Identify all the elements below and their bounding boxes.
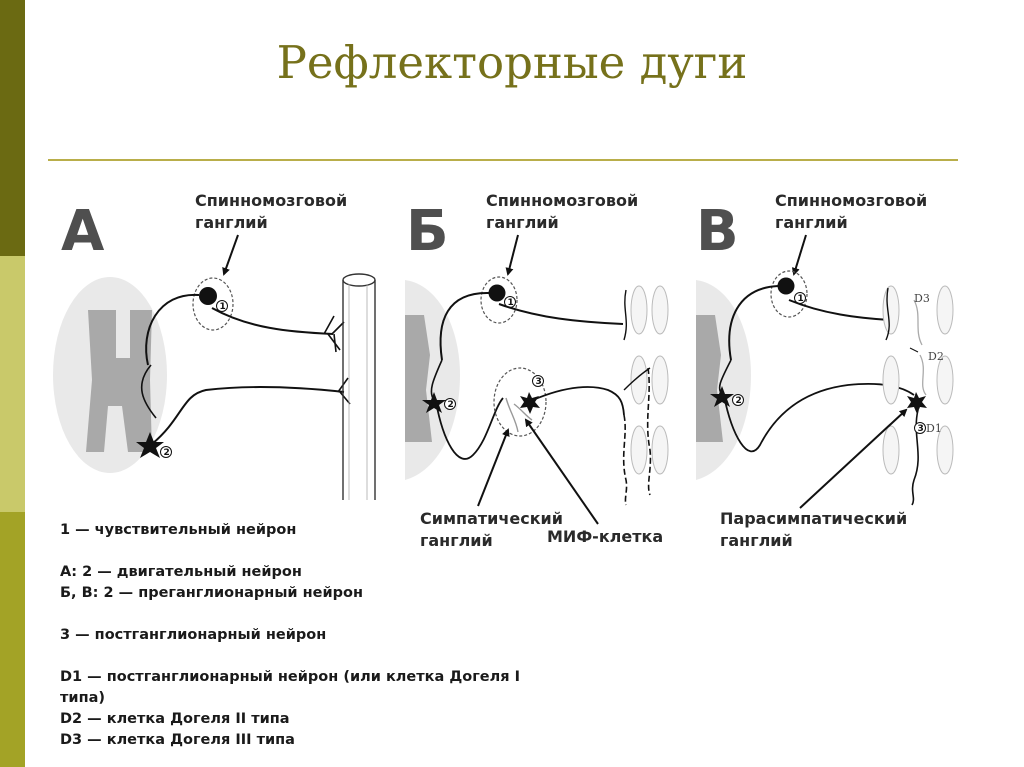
panel-c-label-d1: D1 — [926, 422, 942, 435]
panel-c-ganglion — [770, 270, 808, 318]
panel-c-parasympathetic-label-line1: Парасимпатический — [720, 509, 907, 528]
panel-b-sympathetic-label-line1: Симпатический — [420, 509, 563, 528]
panel-b-mif-arrow — [524, 418, 599, 525]
panel-b-letter: Б — [406, 199, 449, 264]
title-divider — [48, 159, 958, 161]
panel-b-neuron-1 — [488, 284, 506, 302]
panel-c-letter: В — [696, 199, 739, 264]
panel-c-label-d3: D3 — [914, 292, 930, 305]
reflex-arcs-diagram: А Спинномозговой ганглий 1 2 — [53, 191, 954, 550]
panel-b-label-line1: Спинномозговой — [486, 191, 638, 210]
panel-c: В Спинномозговой ганглий 1 2 — [696, 191, 954, 550]
legend-line-8: D3 — клетка Догеля III типа — [60, 732, 295, 748]
panel-c-neuron-1 — [777, 277, 795, 295]
panel-b-marker-1: 1 — [508, 298, 514, 308]
panel-a-ganglion — [192, 277, 234, 331]
panel-a-label-line2: ганглий — [195, 213, 268, 232]
slide-title: Рефлекторные дуги — [276, 36, 748, 89]
legend-line-1: 1 — чувствительный нейрон — [60, 522, 297, 538]
panel-a-marker-1: 1 — [220, 302, 226, 312]
panel-b-neuron-3 — [520, 392, 540, 414]
panel-a-ganglion-arrow — [222, 234, 239, 276]
panel-c-neuron-d1 — [907, 392, 927, 414]
legend: 1 — чувствительный нейрон А: 2 — двигате… — [60, 520, 520, 751]
panel-a-marker-2: 2 — [164, 448, 170, 458]
panel-a: А Спинномозговой ганглий 1 2 — [53, 191, 376, 500]
panel-c-neuron-2 — [710, 386, 734, 407]
panel-a-muscle — [342, 273, 376, 500]
panel-b-effector — [622, 285, 669, 506]
panel-c-label-line2: ганглий — [775, 213, 848, 232]
panel-c-label-d2: D2 — [928, 350, 944, 363]
panel-b-ganglion-arrow — [505, 234, 519, 276]
panel-c-parasympathetic-arrow — [799, 408, 908, 509]
panel-b-sympathetic-ganglion — [493, 367, 547, 437]
panel-c-marker-3: 3 — [918, 424, 924, 434]
panel-c-marker-2: 2 — [736, 396, 742, 406]
panel-b-gray-matter — [405, 315, 432, 442]
panel-b: Б Спинномозговой ганглий 1 2 — [405, 191, 669, 550]
legend-line-5: D1 — постганглионарный нейрон (или клетк… — [60, 669, 520, 685]
panel-b-label-line2: ганглий — [486, 213, 559, 232]
legend-line-4: 3 — постганглионарный нейрон — [60, 627, 327, 643]
panel-b-neuron-2 — [422, 392, 446, 413]
legend-line-7: D2 — клетка Догеля II типа — [60, 711, 290, 727]
accent-bar-top — [0, 0, 25, 256]
panel-b-mif-label: МИФ-клетка — [547, 527, 663, 546]
legend-line-2: А: 2 — двигательный нейрон — [60, 564, 302, 580]
panel-b-marker-2: 2 — [448, 400, 454, 410]
panel-a-letter: А — [61, 199, 105, 264]
panel-a-neuron-1 — [199, 287, 217, 305]
panel-c-label-line1: Спинномозговой — [775, 191, 927, 210]
accent-bar-bottom — [0, 512, 25, 767]
panel-a-gray-matter — [86, 310, 152, 452]
panel-b-marker-3: 3 — [536, 377, 542, 387]
panel-a-neuron-2 — [136, 432, 164, 458]
legend-line-6: типа) — [60, 690, 105, 706]
panel-b-sympathetic-arrow — [477, 428, 510, 507]
panel-b-sympathetic-label-line2: ганглий — [420, 531, 493, 550]
panel-b-ganglion — [480, 276, 518, 324]
panel-c-parasympathetic-label-line2: ганглий — [720, 531, 793, 550]
accent-bar-middle — [0, 256, 25, 512]
panel-a-label-line1: Спинномозговой — [195, 191, 347, 210]
panel-c-gray-matter — [696, 315, 723, 442]
panel-c-ganglion-arrow — [791, 234, 807, 276]
legend-line-3: Б, В: 2 — преганглионарный нейрон — [60, 585, 364, 601]
panel-c-marker-1: 1 — [798, 294, 804, 304]
panel-c-effector — [882, 285, 954, 475]
